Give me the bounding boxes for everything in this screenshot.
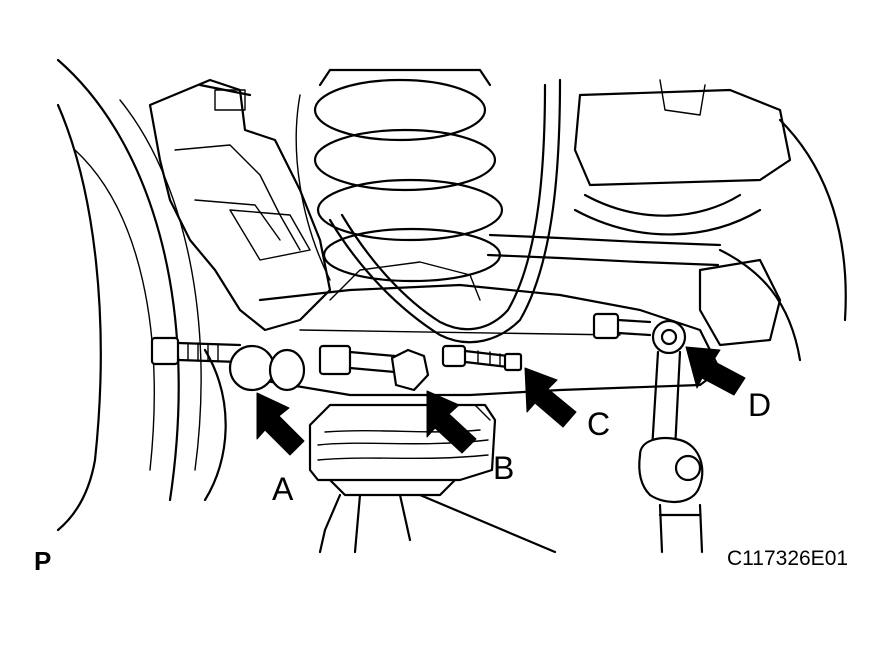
- callout-label-d: D: [748, 387, 772, 423]
- steering-knuckle: [148, 78, 332, 332]
- callout-label-c: C: [587, 406, 611, 442]
- callout-label-a: A: [272, 471, 294, 507]
- illustration-code: C117326E01: [727, 547, 849, 570]
- arrow-b: [426, 390, 477, 454]
- stabilizer-bar: [486, 79, 847, 362]
- arrow-c: [524, 367, 577, 428]
- stabilizer-link: [638, 319, 704, 554]
- bolt-a: [150, 336, 306, 392]
- arrow-a: [256, 392, 305, 456]
- wheel-tire: [56, 58, 227, 532]
- page-marker: P: [34, 546, 52, 576]
- callout-label-b: B: [493, 450, 515, 486]
- bolt-c: [441, 344, 523, 372]
- bolt-b: [318, 344, 430, 392]
- jack: [318, 478, 557, 554]
- brake-hose: [328, 78, 562, 344]
- bolt-upper-right: [592, 312, 652, 340]
- arrow-d: [685, 346, 746, 396]
- coil-spring: [295, 68, 504, 283]
